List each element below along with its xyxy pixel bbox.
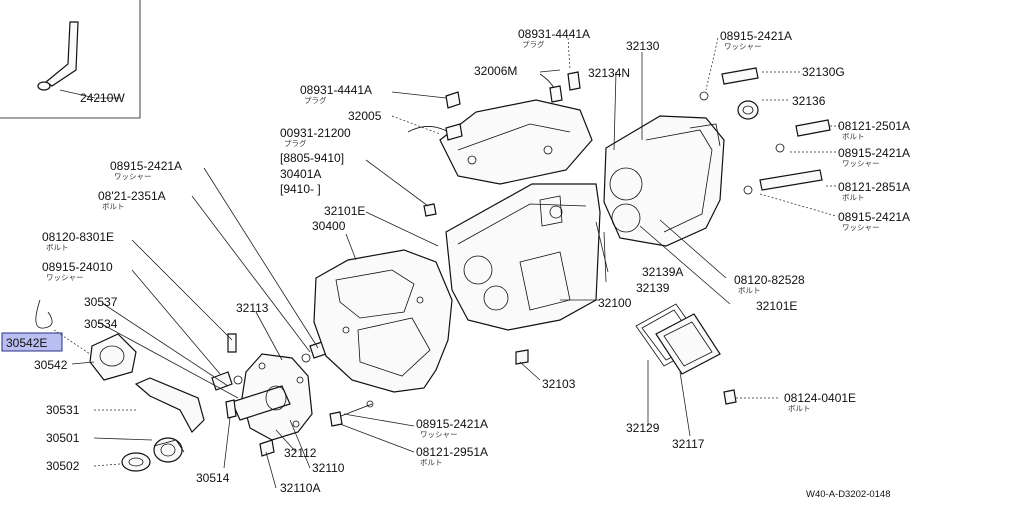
label-30531: 30531 <box>46 403 80 417</box>
part-labels: 24210W08931-4441Aプラグ32006M3213032134N089… <box>6 27 910 495</box>
label-30401A: 30401A <box>280 167 321 181</box>
label-32130: 32130 <box>626 39 660 53</box>
label-08121-2851A: 08121-2851A <box>838 180 910 194</box>
highlight-box <box>1 332 63 352</box>
label-32129: 32129 <box>626 421 660 435</box>
label-08931-4441A-top: 08931-4441A <box>518 27 590 41</box>
part-30542 <box>89 333 137 381</box>
right-fasteners <box>699 67 831 195</box>
label-08915-2421A-top: 08915-2421A <box>720 29 792 43</box>
label-32112: 32112 <box>284 446 317 460</box>
label-32136: 32136 <box>792 94 826 108</box>
label-08915-2421A-r2: 08915-2421A <box>838 210 910 224</box>
bolt-08124 <box>723 389 737 405</box>
label-32134N: 32134N <box>588 66 630 80</box>
label-32113: 32113 <box>236 301 269 315</box>
label-00931-21200: 00931-21200 <box>280 126 351 140</box>
part-32100 <box>445 183 601 331</box>
label-32103: 32103 <box>542 377 576 391</box>
part-32117 <box>655 313 721 375</box>
label-32110: 32110 <box>312 461 345 475</box>
label-30534: 30534 <box>84 317 118 331</box>
part-30502 <box>121 452 151 472</box>
label-08120-82528: 08120-82528 <box>734 273 805 287</box>
label-32101E-top: 32101E <box>324 204 365 218</box>
label-32130G: 32130G <box>802 65 845 79</box>
label-range-8805: [8805-9410] <box>280 151 344 165</box>
part-30400 <box>313 249 453 393</box>
sublabel-08121-2851A: ボルト <box>842 193 865 202</box>
label-08931-4441A-left: 08931-4441A <box>300 83 372 97</box>
label-32117: 32117 <box>672 437 705 451</box>
plug-32103 <box>515 349 529 365</box>
part-30501 <box>153 437 185 463</box>
label-30501: 30501 <box>46 431 80 445</box>
label-32005: 32005 <box>348 109 382 123</box>
label-08121-2501A: 08121-2501A <box>838 119 910 133</box>
label-32100: 32100 <box>598 296 632 310</box>
sublabel-08121-2501A: ボルト <box>842 132 865 141</box>
sublabel-00931-21200: プラグ <box>284 138 307 148</box>
label-30400: 30400 <box>312 219 346 233</box>
sublabel-08915-2421A-r1: ワッシャー <box>842 159 880 168</box>
label-30514: 30514 <box>196 471 230 485</box>
sublabel-08915-2421A-l1: ワッシャー <box>114 172 152 181</box>
sublabel-08121-2351A: ボルト <box>102 202 125 211</box>
label-08121-2951A: 08121-2951A <box>416 445 488 459</box>
label-30502: 30502 <box>46 459 80 473</box>
label-08121-2351A: 08'21-2351A <box>98 189 166 203</box>
diagram-code: W40-A-D3202-0148 <box>806 489 891 500</box>
part-32130 <box>603 115 725 247</box>
sublabel-08120-8301E: ボルト <box>46 243 69 252</box>
label-08124-0401E: 08124-0401E <box>784 391 856 405</box>
label-08120-8301E: 08120-8301E <box>42 230 114 244</box>
sublabel-08915-2421A-top: ワッシャー <box>724 42 762 51</box>
part-upper-cover <box>407 71 593 185</box>
label-32139A: 32139A <box>642 265 683 279</box>
sublabel-08915-2421A-bot: ワッシャー <box>420 430 458 439</box>
label-30537: 30537 <box>84 295 118 309</box>
part-32110 <box>231 353 313 441</box>
label-32110A: 32110A <box>280 481 320 495</box>
snap-ring-30542E <box>35 299 53 329</box>
label-08915-24010: 08915-24010 <box>42 260 113 274</box>
label-32006M: 32006M <box>474 64 517 78</box>
part-30531 <box>134 377 205 433</box>
label-08915-2421A-bot: 08915-2421A <box>416 417 488 431</box>
sublabel-08120-82528: ボルト <box>738 286 761 295</box>
inset-box <box>0 0 141 119</box>
plug-30401A <box>423 203 437 217</box>
label-30542: 30542 <box>34 358 68 372</box>
sublabel-08931-4441A-left: プラグ <box>304 95 327 105</box>
label-range-9410: [9410- ] <box>280 182 321 196</box>
sublabel-08915-2421A-r2: ワッシャー <box>842 223 880 232</box>
label-32139: 32139 <box>636 281 670 295</box>
sublabel-08915-24010: ワッシャー <box>46 273 84 282</box>
label-24210W: 24210W <box>80 91 125 105</box>
sublabel-08121-2951A: ボルト <box>420 458 443 467</box>
label-08915-2421A-r1: 08915-2421A <box>838 146 910 160</box>
leader-lines <box>53 37 840 489</box>
sublabel-08124-0401E: ボルト <box>788 404 811 413</box>
label-08915-2421A-l1: 08915-2421A <box>110 159 182 173</box>
sublabel-08931-4441A-top: プラグ <box>522 39 545 49</box>
label-32101E-bot: 32101E <box>756 299 797 313</box>
label-30542E: 30542E <box>6 336 47 350</box>
